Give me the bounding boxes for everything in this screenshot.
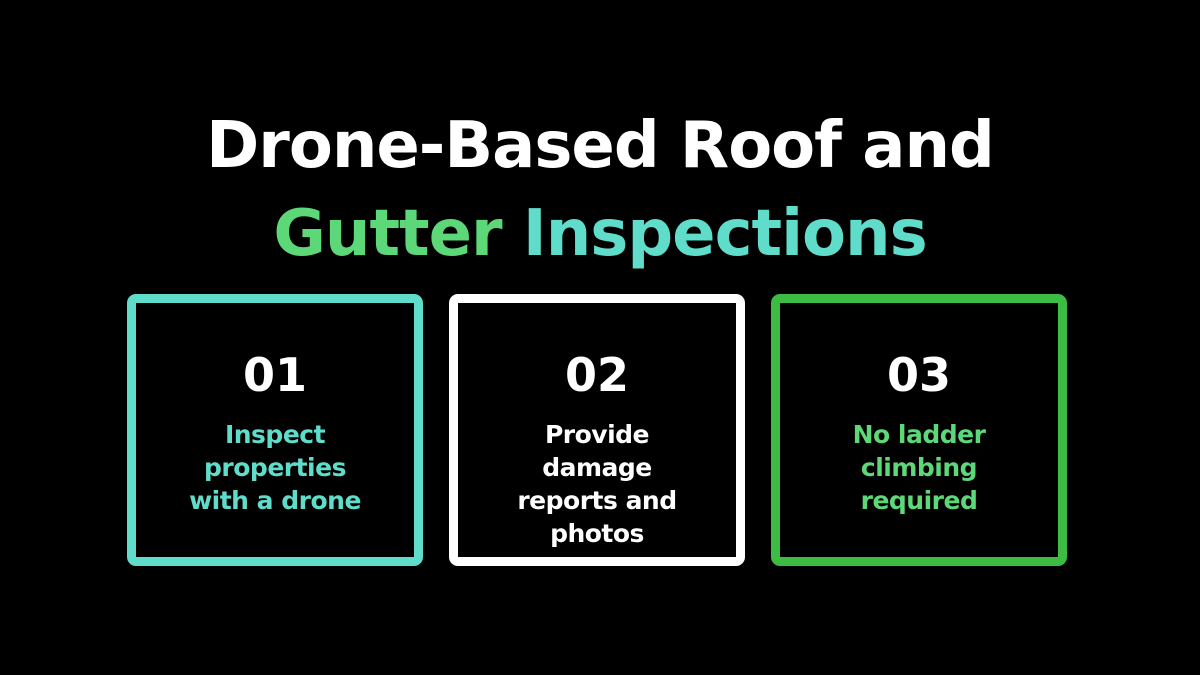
- card-description-line: required: [860, 486, 978, 515]
- title-line-2: Gutter Inspections: [0, 190, 1200, 278]
- title-line-1: Drone-Based Roof and: [206, 109, 995, 183]
- card-description: No ladder climbing required: [780, 418, 1058, 517]
- card-description-line: photos: [550, 519, 644, 548]
- card-description-line: properties: [204, 453, 346, 482]
- card-description-line: Provide: [544, 420, 650, 449]
- card-number: 01: [242, 348, 307, 402]
- feature-card-02: 02 Provide damage reports and photos: [449, 294, 745, 566]
- card-description: Provide damage reports and photos: [458, 418, 736, 550]
- card-description-line: climbing: [860, 453, 978, 482]
- card-description-line: damage: [542, 453, 652, 482]
- card-description: Inspect properties with a drone: [136, 418, 414, 517]
- card-number: 03: [886, 348, 951, 402]
- feature-card-01: 01 Inspect properties with a drone: [127, 294, 423, 566]
- feature-card-03: 03 No ladder climbing required: [771, 294, 1067, 566]
- title-word-inspections: Inspections: [522, 197, 928, 271]
- card-description-line: Inspect: [224, 420, 326, 449]
- card-description-line: with a drone: [189, 486, 361, 515]
- page-title: Drone-Based Roof and Gutter Inspections: [0, 102, 1200, 278]
- card-number: 02: [564, 348, 629, 402]
- title-word-gutter: Gutter: [273, 197, 502, 271]
- card-description-line: No ladder: [852, 420, 986, 449]
- card-description-line: reports and: [517, 486, 677, 515]
